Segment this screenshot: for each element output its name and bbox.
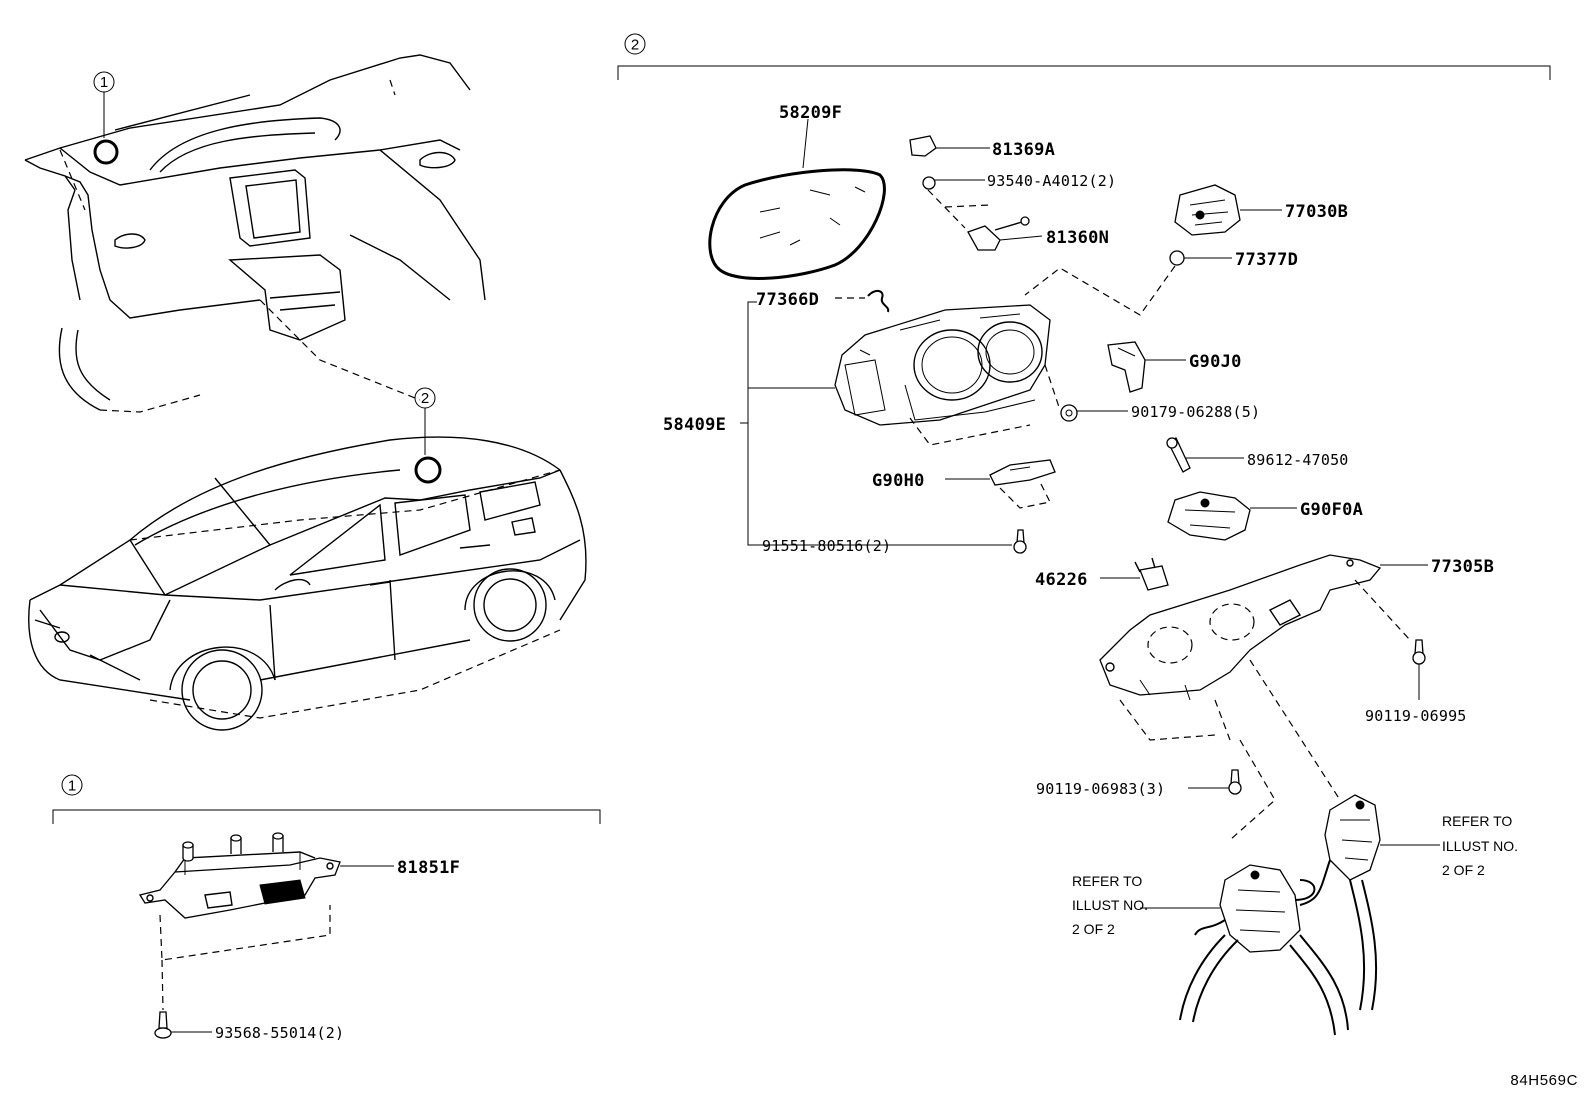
label-93540: 93540-A4012(2) — [987, 172, 1116, 190]
refer-left-line2: ILLUST NO. — [1072, 897, 1148, 913]
part-93540-screw: 93540-A4012(2) — [922, 172, 1116, 229]
label-77366D: 77366D — [756, 290, 819, 310]
part-G90J0: G90J0 — [1107, 341, 1242, 393]
label-G90F0A: G90F0A — [1300, 500, 1363, 520]
part-58209F-cover-glass: 58209F — [708, 103, 886, 280]
part-77366D: 77366D — [756, 290, 890, 313]
refer-note-left: REFER TO ILLUST NO. 2 OF 2 — [1072, 873, 1148, 937]
label-81360N: 81360N — [1046, 228, 1109, 248]
section-1-number: 1 — [68, 778, 76, 795]
refer-left-line1: REFER TO — [1072, 873, 1142, 889]
car-illustration: 2 — [28, 387, 587, 731]
refer-right-line2: ILLUST NO. — [1442, 838, 1518, 854]
section-1-bracket: 1 — [52, 774, 601, 824]
part-81851F-module: 81851F — [138, 832, 460, 1011]
label-89612: 89612-47050 — [1247, 451, 1349, 469]
drawing-code: 84H569C — [1510, 1072, 1578, 1089]
part-77377D: 77377D — [1024, 250, 1298, 316]
part-91551-screw: 91551-80516(2) — [757, 529, 1027, 555]
refer-left-line3: 2 OF 2 — [1072, 921, 1115, 937]
refer-right-line1: REFER TO — [1442, 813, 1512, 829]
section-2-number: 2 — [631, 37, 639, 54]
label-58409E: 58409E — [663, 415, 726, 435]
part-G90H0: G90H0 — [872, 459, 1056, 509]
label-90119-06983: 90119-06983(3) — [1036, 780, 1165, 798]
label-G90H0: G90H0 — [872, 471, 925, 491]
label-93568: 93568-55014(2) — [215, 1024, 344, 1042]
label-77305B: 77305B — [1431, 557, 1494, 577]
dash-callout-1-number: 1 — [100, 74, 108, 91]
label-81369A: 81369A — [992, 140, 1055, 160]
part-90119-06995-bolt: 90119-06995 — [1365, 639, 1467, 725]
part-77305B-bracket: 77305B — [1099, 554, 1494, 741]
part-89612-sensor: 89612-47050 — [1166, 437, 1349, 473]
label-77030B: 77030B — [1285, 202, 1348, 222]
wire-harness-connectors — [1140, 659, 1440, 1036]
dashboard-illustration: 1 — [24, 54, 486, 413]
part-93568-bolt: 93568-55014(2) — [154, 1011, 344, 1042]
part-81369A: 81369A — [909, 135, 1055, 160]
label-G90J0: G90J0 — [1189, 352, 1242, 372]
refer-note-right: REFER TO ILLUST NO. 2 OF 2 — [1442, 813, 1518, 878]
part-90119-06983-bolt: 90119-06983(3) — [1036, 769, 1242, 798]
label-90179: 90179-06288(5) — [1131, 403, 1260, 421]
part-90179-nut: 90179-06288(5) — [1060, 403, 1260, 422]
part-G90F0A: G90F0A — [1167, 491, 1363, 541]
car-callout-2-number: 2 — [421, 390, 429, 407]
label-90119-06995: 90119-06995 — [1365, 707, 1467, 725]
refer-right-line3: 2 OF 2 — [1442, 862, 1485, 878]
label-77377D: 77377D — [1235, 250, 1298, 270]
part-81360N: 81360N — [967, 216, 1109, 251]
label-58209F: 58209F — [779, 103, 842, 123]
label-81851F: 81851F — [397, 858, 460, 878]
label-91551: 91551-80516(2) — [762, 537, 891, 555]
part-77030B: 77030B — [1174, 184, 1348, 236]
part-58409E-meter-housing: 58409E — [663, 301, 1061, 546]
section-2-bracket: 2 — [617, 33, 1551, 80]
part-46226-clip: 46226 — [1035, 557, 1169, 591]
label-46226: 46226 — [1035, 570, 1088, 590]
